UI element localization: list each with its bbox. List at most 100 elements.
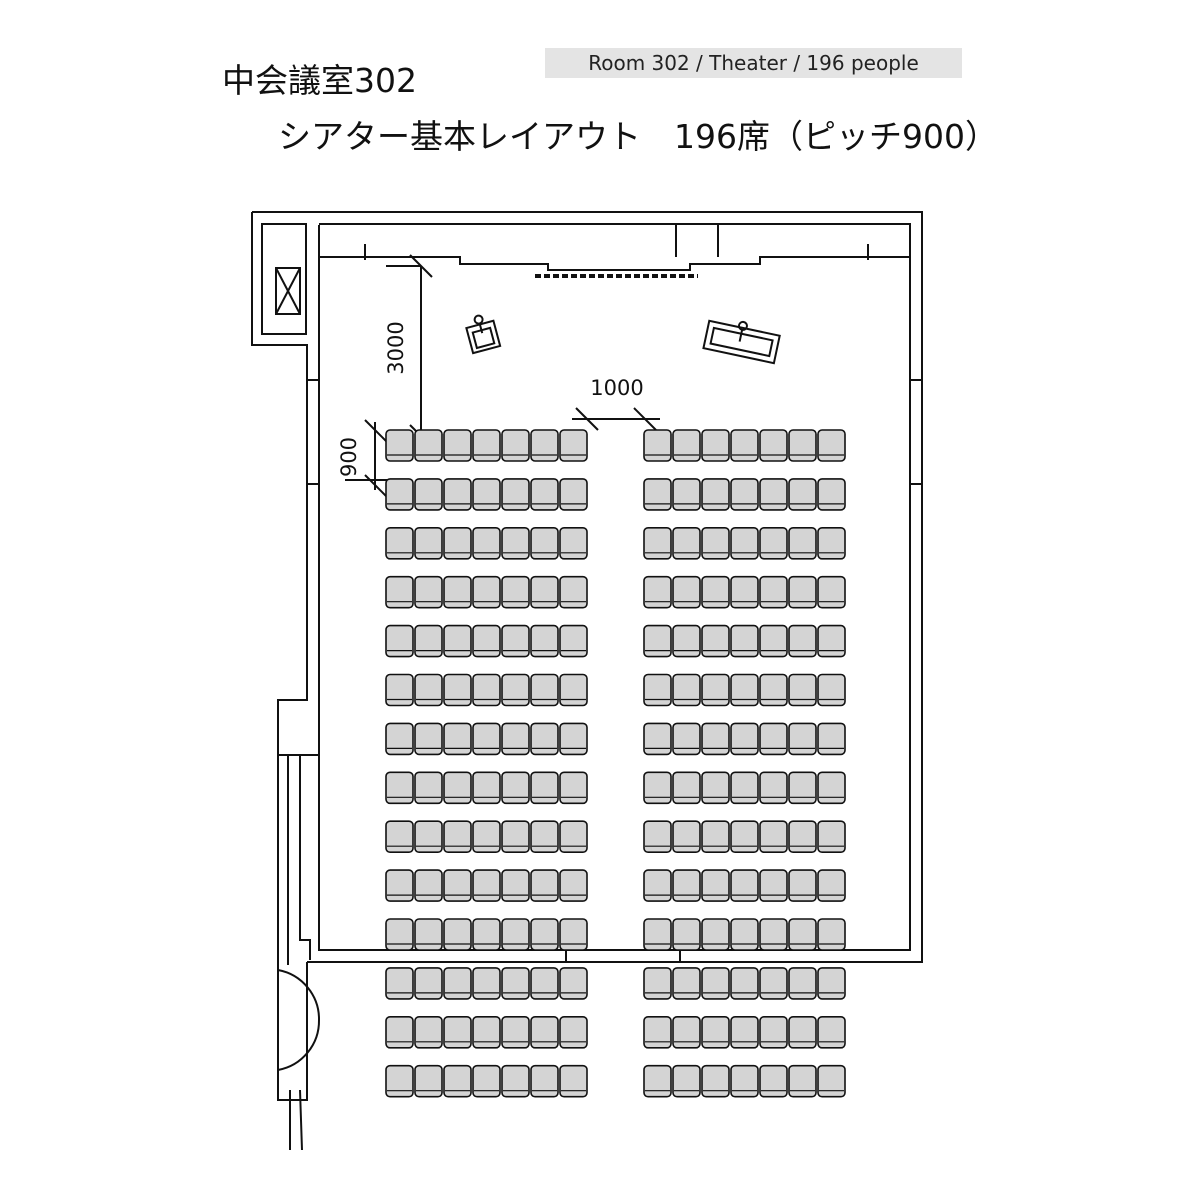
window-frame xyxy=(278,754,319,965)
seat xyxy=(701,869,730,902)
seat xyxy=(788,918,817,951)
seat xyxy=(472,478,501,511)
seat xyxy=(788,1064,817,1098)
seat xyxy=(472,967,501,1000)
seat xyxy=(672,624,701,658)
seat xyxy=(472,673,501,707)
seat xyxy=(559,1015,588,1049)
seat xyxy=(817,869,846,902)
seat xyxy=(385,575,414,609)
seat xyxy=(701,820,730,854)
seat xyxy=(817,771,846,805)
seat xyxy=(414,429,443,462)
seat xyxy=(472,429,501,462)
seat xyxy=(530,967,559,1000)
seat xyxy=(701,1015,730,1049)
seat xyxy=(385,918,414,951)
seat xyxy=(443,918,472,951)
seat xyxy=(501,918,530,951)
seat xyxy=(559,526,588,560)
seat xyxy=(730,429,759,462)
seat xyxy=(672,967,701,1000)
seat xyxy=(559,771,588,805)
seat xyxy=(759,820,788,854)
seat xyxy=(643,624,672,658)
seat xyxy=(443,967,472,1000)
utility-box xyxy=(275,267,301,315)
seat xyxy=(643,967,672,1000)
seat xyxy=(472,1015,501,1049)
seat xyxy=(472,575,501,609)
seat xyxy=(443,673,472,707)
seat xyxy=(730,820,759,854)
seat xyxy=(788,967,817,1000)
room-title: 中会議室302 xyxy=(222,61,417,100)
seat xyxy=(643,869,672,902)
seat xyxy=(643,771,672,805)
seat xyxy=(759,771,788,805)
left-wall-upper xyxy=(251,212,308,970)
seat xyxy=(759,478,788,511)
seat xyxy=(501,624,530,658)
seat xyxy=(443,1064,472,1098)
seat xyxy=(817,820,846,854)
seat xyxy=(472,869,501,902)
lectern-icon xyxy=(465,314,502,355)
seat xyxy=(501,820,530,854)
seat xyxy=(530,575,559,609)
seat xyxy=(788,820,817,854)
dim-label-1000: 1000 xyxy=(590,376,643,400)
seat xyxy=(788,429,817,462)
seat xyxy=(530,722,559,756)
seat xyxy=(443,624,472,658)
seat xyxy=(730,722,759,756)
seat xyxy=(472,722,501,756)
seat xyxy=(672,1015,701,1049)
utility-closet xyxy=(261,223,307,335)
seat xyxy=(759,429,788,462)
seat xyxy=(672,771,701,805)
seat xyxy=(472,918,501,951)
seat xyxy=(817,478,846,511)
seat xyxy=(559,575,588,609)
entrance-door-icon xyxy=(277,969,321,1071)
seat xyxy=(672,429,701,462)
seat xyxy=(730,918,759,951)
seat xyxy=(501,771,530,805)
inner-wall xyxy=(318,223,911,951)
podium-table-icon xyxy=(702,319,781,365)
seat xyxy=(730,478,759,511)
seat xyxy=(501,526,530,560)
seat xyxy=(414,869,443,902)
seat xyxy=(559,478,588,511)
seat xyxy=(385,869,414,902)
seat xyxy=(759,526,788,560)
seat xyxy=(501,967,530,1000)
seat xyxy=(643,722,672,756)
seat xyxy=(530,429,559,462)
seat xyxy=(501,575,530,609)
seat xyxy=(817,1015,846,1049)
seat xyxy=(759,673,788,707)
seat xyxy=(672,722,701,756)
seat xyxy=(530,1015,559,1049)
seat xyxy=(788,771,817,805)
seat xyxy=(530,526,559,560)
seat xyxy=(730,526,759,560)
seat xyxy=(759,918,788,951)
seat xyxy=(817,429,846,462)
seat xyxy=(501,1015,530,1049)
stage-outline xyxy=(319,256,910,271)
seat xyxy=(672,918,701,951)
seat xyxy=(472,771,501,805)
seat xyxy=(559,967,588,1000)
seat xyxy=(559,1064,588,1098)
seat xyxy=(414,771,443,805)
seat xyxy=(443,771,472,805)
seat xyxy=(501,429,530,462)
layout-title: シアター基本レイアウト 196席（ピッチ900） xyxy=(278,117,998,156)
seat xyxy=(701,918,730,951)
seat xyxy=(759,967,788,1000)
seat xyxy=(817,918,846,951)
seat xyxy=(788,869,817,902)
